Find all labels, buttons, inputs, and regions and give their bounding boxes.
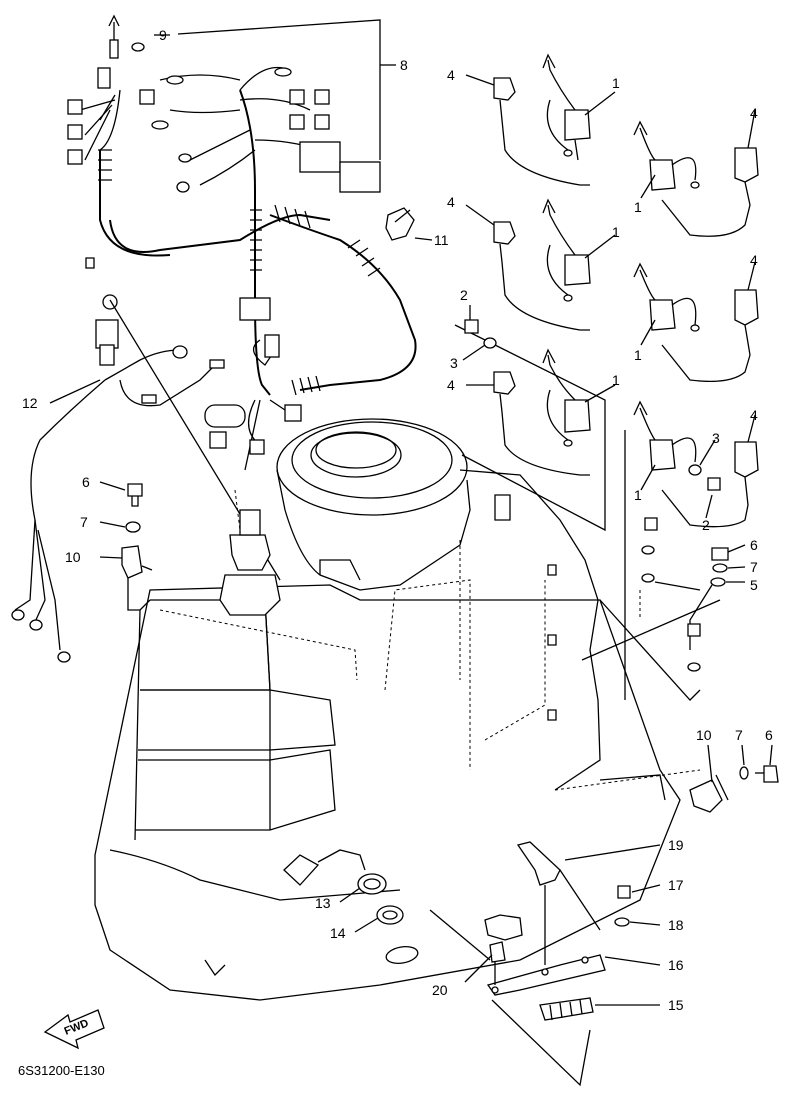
fwd-label: FWD bbox=[63, 1017, 91, 1038]
coil-row-3 bbox=[493, 348, 759, 528]
ignition-coils bbox=[454, 53, 759, 700]
leader-lines bbox=[49, 19, 773, 1006]
harness-connectors bbox=[67, 67, 381, 455]
callout-4a: 4 bbox=[447, 67, 455, 83]
fwd-arrow-icon: FWD bbox=[43, 1009, 105, 1050]
callout-7c: 7 bbox=[735, 727, 743, 743]
callout-16: 16 bbox=[668, 957, 684, 973]
callout-6b: 6 bbox=[750, 537, 758, 553]
callout-1c: 1 bbox=[612, 372, 620, 388]
callout-7a: 7 bbox=[80, 514, 88, 530]
callout-10b: 10 bbox=[696, 727, 712, 743]
callout-1b: 1 bbox=[612, 224, 620, 240]
right-clip bbox=[689, 765, 779, 813]
callout-6a: 6 bbox=[82, 474, 90, 490]
diagram-code: 6S31200-E130 bbox=[18, 1063, 105, 1078]
callout-1a: 1 bbox=[612, 75, 620, 91]
wire-lead bbox=[11, 257, 281, 663]
callout-11: 11 bbox=[434, 232, 449, 248]
callout-4d: 4 bbox=[750, 105, 758, 121]
corrugated-tube bbox=[98, 149, 381, 396]
callout-1f: 1 bbox=[634, 487, 642, 503]
callout-12: 12 bbox=[22, 395, 38, 411]
callout-9: 9 bbox=[159, 27, 167, 43]
coil-bolts bbox=[464, 319, 721, 491]
right-fasteners bbox=[581, 517, 729, 701]
callout-13: 13 bbox=[315, 895, 331, 911]
callout-4b: 4 bbox=[447, 194, 455, 210]
callout-2b: 2 bbox=[702, 517, 710, 533]
callout-14: 14 bbox=[330, 925, 346, 941]
callout-20: 20 bbox=[432, 982, 448, 998]
bottom-cowling bbox=[94, 584, 681, 1001]
fuse-holder bbox=[97, 14, 145, 89]
lower-bracket-parts bbox=[429, 841, 631, 1087]
wire-harness bbox=[67, 14, 417, 471]
coil-row-1 bbox=[493, 53, 759, 237]
callout-1e: 1 bbox=[634, 347, 642, 363]
callout-8: 8 bbox=[400, 57, 408, 73]
callout-15: 15 bbox=[668, 997, 684, 1013]
harness-clamp bbox=[385, 207, 415, 241]
callout-labels: 9 8 11 4 4 4 4 4 4 1 1 1 1 1 1 2 3 3 2 6… bbox=[22, 27, 773, 1013]
coil-row-2 bbox=[493, 198, 759, 383]
callout-19: 19 bbox=[668, 837, 684, 853]
left-fasteners bbox=[121, 483, 153, 611]
callout-5: 5 bbox=[750, 577, 758, 593]
callout-2a: 2 bbox=[460, 287, 468, 303]
callout-18: 18 bbox=[668, 917, 684, 933]
callout-4f: 4 bbox=[750, 407, 758, 423]
callout-3a: 3 bbox=[450, 355, 458, 371]
callout-6c: 6 bbox=[765, 727, 773, 743]
grommet-assembly bbox=[283, 849, 404, 925]
callout-3b: 3 bbox=[712, 430, 720, 446]
callout-4c: 4 bbox=[447, 377, 455, 393]
callout-7b: 7 bbox=[750, 559, 758, 575]
callout-1d: 1 bbox=[634, 199, 642, 215]
relay-unit bbox=[219, 509, 281, 616]
callout-10a: 10 bbox=[65, 549, 81, 565]
callout-4e: 4 bbox=[750, 252, 758, 268]
callout-17: 17 bbox=[668, 877, 684, 893]
dashed-reference-lines bbox=[159, 489, 701, 791]
engine-block bbox=[276, 418, 601, 791]
